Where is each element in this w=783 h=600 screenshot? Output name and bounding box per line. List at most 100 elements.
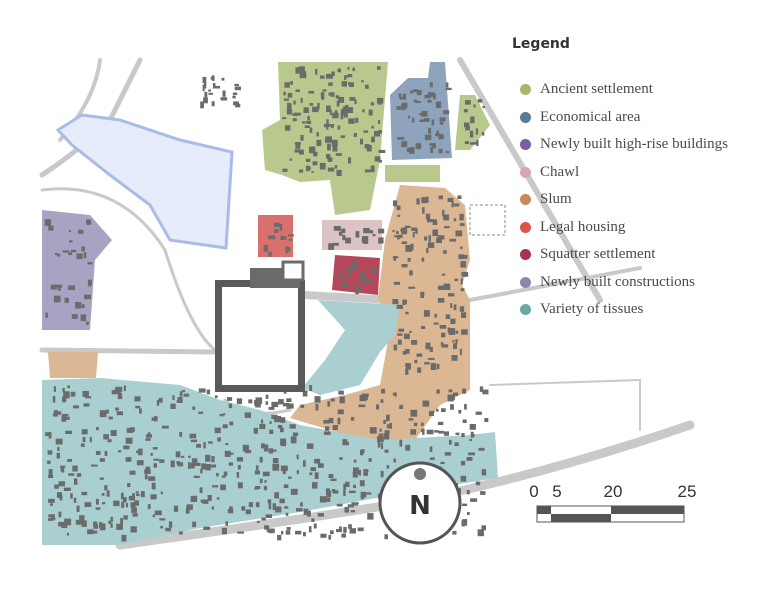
building bbox=[263, 444, 269, 452]
building bbox=[350, 417, 355, 421]
building bbox=[421, 325, 426, 329]
building bbox=[479, 386, 484, 392]
building bbox=[410, 90, 413, 94]
building bbox=[326, 123, 329, 130]
building bbox=[370, 102, 374, 106]
building bbox=[277, 534, 282, 541]
building bbox=[377, 120, 381, 124]
building bbox=[108, 520, 112, 524]
building bbox=[312, 161, 318, 166]
building bbox=[299, 71, 307, 79]
building bbox=[189, 433, 197, 439]
building bbox=[265, 401, 268, 405]
building bbox=[315, 68, 318, 75]
building bbox=[311, 170, 314, 173]
building bbox=[308, 166, 311, 171]
building bbox=[259, 456, 263, 463]
building bbox=[409, 270, 413, 276]
building bbox=[374, 131, 380, 137]
building bbox=[448, 293, 455, 297]
building bbox=[295, 67, 302, 74]
building bbox=[332, 242, 339, 246]
building bbox=[309, 472, 313, 476]
building bbox=[348, 118, 355, 124]
building bbox=[172, 395, 175, 401]
building bbox=[269, 429, 274, 434]
building bbox=[351, 502, 358, 506]
building bbox=[117, 393, 123, 400]
building bbox=[107, 439, 112, 443]
building bbox=[339, 396, 345, 404]
building bbox=[470, 431, 474, 438]
building bbox=[220, 97, 228, 101]
building bbox=[455, 432, 460, 436]
building bbox=[436, 130, 439, 137]
building bbox=[424, 94, 431, 99]
building bbox=[448, 389, 453, 393]
building bbox=[55, 438, 63, 445]
building bbox=[156, 399, 160, 406]
scale-tick-0: 0 bbox=[529, 482, 538, 501]
building bbox=[83, 252, 87, 259]
building bbox=[303, 460, 306, 467]
building bbox=[196, 444, 201, 448]
building bbox=[393, 200, 398, 207]
building bbox=[345, 237, 351, 244]
building bbox=[177, 462, 184, 467]
building bbox=[305, 158, 311, 162]
building bbox=[298, 66, 305, 74]
building bbox=[372, 234, 376, 237]
building bbox=[261, 443, 265, 449]
building bbox=[463, 109, 468, 113]
building bbox=[402, 302, 406, 305]
building bbox=[339, 526, 342, 532]
building bbox=[338, 267, 342, 270]
building bbox=[336, 169, 342, 176]
building bbox=[256, 520, 260, 523]
building bbox=[378, 228, 385, 234]
building bbox=[427, 92, 435, 97]
building bbox=[427, 99, 432, 103]
building bbox=[299, 169, 304, 173]
building bbox=[58, 521, 65, 527]
building bbox=[290, 436, 297, 444]
building bbox=[327, 143, 331, 151]
building bbox=[91, 530, 98, 534]
building bbox=[405, 311, 409, 315]
building bbox=[345, 107, 352, 111]
building bbox=[452, 394, 455, 400]
building bbox=[394, 235, 401, 238]
building bbox=[359, 480, 365, 487]
building bbox=[405, 363, 411, 368]
building bbox=[453, 392, 459, 396]
building bbox=[401, 264, 408, 268]
building bbox=[384, 534, 388, 540]
building bbox=[309, 127, 313, 133]
building bbox=[200, 101, 204, 109]
building bbox=[80, 443, 85, 447]
building bbox=[326, 73, 333, 79]
building bbox=[221, 77, 225, 81]
building bbox=[371, 136, 375, 143]
building bbox=[76, 253, 83, 259]
building bbox=[459, 223, 465, 226]
building bbox=[386, 424, 390, 429]
legend-label: Slum bbox=[540, 191, 572, 208]
building bbox=[160, 525, 164, 529]
building bbox=[311, 518, 315, 522]
building bbox=[134, 396, 141, 402]
building bbox=[415, 101, 421, 103]
building bbox=[62, 250, 69, 253]
building bbox=[362, 394, 368, 401]
building bbox=[48, 498, 55, 503]
building bbox=[320, 533, 327, 538]
building bbox=[319, 496, 327, 503]
building bbox=[286, 402, 290, 409]
building bbox=[443, 250, 447, 254]
building bbox=[215, 85, 220, 89]
building bbox=[353, 459, 357, 463]
building bbox=[78, 229, 84, 234]
building bbox=[72, 405, 79, 409]
building bbox=[328, 243, 334, 250]
building bbox=[481, 469, 487, 476]
